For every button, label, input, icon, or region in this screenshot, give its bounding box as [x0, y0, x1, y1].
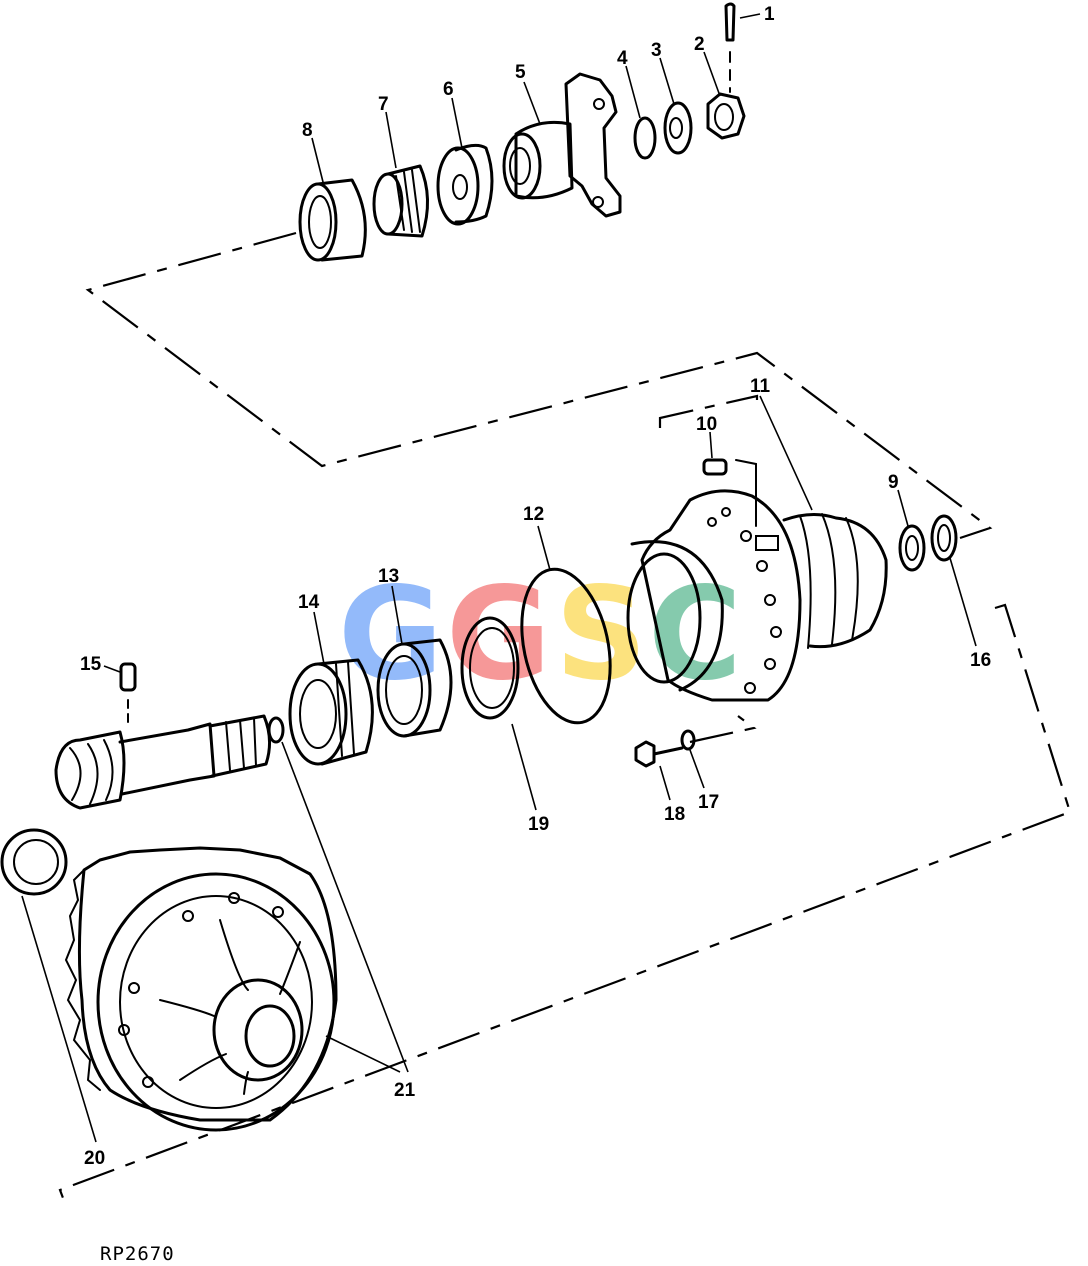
bearing-cup-lower-part — [376, 638, 453, 738]
callout-16: 16 — [970, 650, 991, 671]
leader-16 — [949, 557, 977, 647]
leader-14 — [313, 611, 325, 665]
leader-6 — [451, 97, 463, 149]
leader-7 — [385, 111, 397, 169]
leader-lines — [21, 13, 977, 1143]
leader-5 — [523, 81, 541, 125]
callout-15: 15 — [80, 654, 102, 675]
leader-12 — [537, 525, 551, 571]
callout-5: 5 — [515, 62, 526, 83]
callout-14: 14 — [298, 592, 320, 613]
leader-9 — [897, 489, 909, 527]
pin-part — [119, 662, 137, 729]
lower-assembly-line — [58, 603, 1072, 1207]
pinion-shaft-part — [54, 714, 285, 810]
leader-1 — [739, 13, 761, 19]
leader-19 — [511, 723, 537, 811]
callout-18: 18 — [664, 804, 685, 825]
dowel-pin-part — [702, 458, 757, 527]
bolt-part — [634, 740, 684, 768]
leader-17 — [689, 749, 705, 789]
figure-reference: RP2670 — [100, 1243, 175, 1265]
callout-4: 4 — [617, 48, 628, 69]
callout-17: 17 — [698, 792, 719, 813]
callout-11: 11 — [750, 376, 771, 397]
callout-3: 3 — [651, 40, 662, 61]
differential-housing-part — [626, 489, 888, 702]
leader-13 — [391, 585, 403, 645]
callout-13: 13 — [378, 566, 399, 587]
leader-20 — [21, 895, 97, 1143]
bolt-leader-line — [689, 715, 757, 744]
spacer-ring-part — [460, 616, 520, 720]
leader-15 — [103, 665, 121, 673]
bearing-ring-part — [436, 143, 494, 226]
leader-11 — [759, 395, 813, 511]
watermark-letter-1: G — [338, 560, 443, 709]
leader-8 — [311, 137, 325, 187]
castle-nut-part — [706, 92, 746, 140]
callout-1: 1 — [764, 4, 775, 25]
callout-6: 6 — [443, 79, 454, 100]
callout-12: 12 — [523, 504, 544, 525]
cotter-pin-part — [724, 2, 736, 93]
leader-3 — [659, 57, 675, 105]
callout-7: 7 — [378, 94, 389, 115]
leader-2 — [703, 51, 721, 97]
upper-assembly-line — [85, 231, 993, 540]
ring-gear-part — [64, 846, 338, 1132]
roller-bearing-lower-part — [288, 658, 374, 766]
item-11-bracket — [658, 394, 759, 428]
callout-19: 19 — [528, 814, 549, 835]
seal-outer-part — [930, 514, 958, 562]
washer-part — [663, 101, 693, 155]
callout-9: 9 — [888, 472, 899, 493]
yoke-flange-part — [502, 72, 622, 218]
callout-21: 21 — [394, 1080, 416, 1101]
bearing-cup-ring-gear-part — [0, 828, 68, 896]
callout-10: 10 — [696, 414, 717, 435]
leader-18 — [659, 765, 671, 801]
leader-21b — [325, 1035, 401, 1073]
seal-part — [898, 524, 926, 572]
leader-21a — [281, 741, 409, 1073]
washer-small-part — [680, 729, 696, 751]
assembly-phantom-lines — [58, 231, 1072, 1207]
leader-10 — [709, 431, 713, 459]
roller-bearing-part — [372, 164, 430, 238]
callout-2: 2 — [694, 34, 705, 55]
callout-20: 20 — [84, 1148, 105, 1169]
leader-4 — [625, 65, 641, 119]
bearing-cup-part — [298, 178, 367, 262]
o-ring-small-part — [633, 116, 657, 160]
callout-labels: 1 2 3 4 5 6 7 8 9 10 11 12 13 14 15 16 1… — [80, 4, 991, 1169]
callout-8: 8 — [302, 120, 313, 141]
